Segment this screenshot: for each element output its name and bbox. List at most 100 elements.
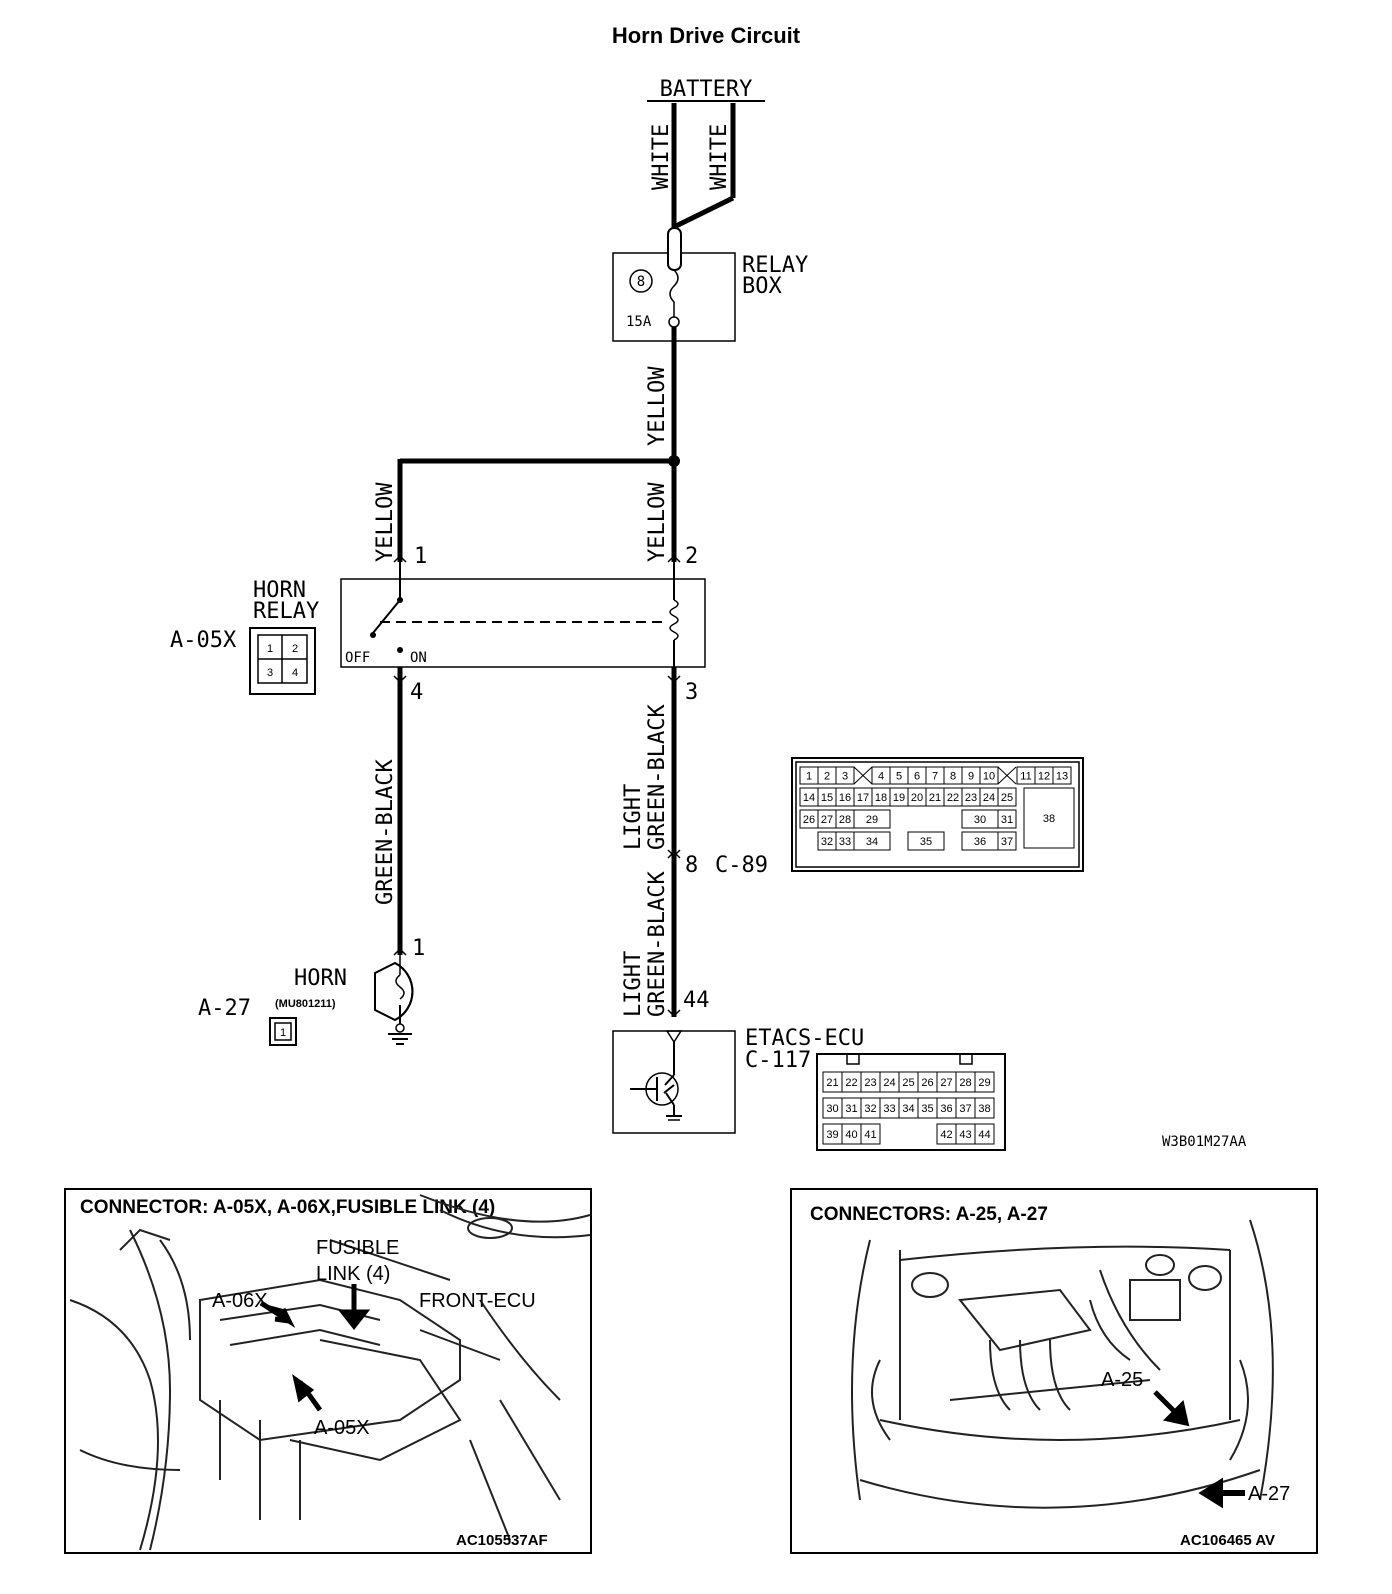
horn-connector-icon (269, 1017, 297, 1046)
right-panel-code: AC106465 AV (1180, 1532, 1275, 1549)
c117-pin-cell: 38 (978, 1103, 990, 1115)
relay-on-label: ON (410, 650, 427, 666)
c117-pin-cell: 40 (845, 1129, 857, 1141)
c117-pin-cell: 29 (978, 1077, 990, 1089)
horn-part-number: (MU801211) (275, 998, 336, 1010)
relay-conn-pin-4: 4 (292, 667, 298, 679)
c89-pin-cell: 32 (821, 836, 833, 848)
pin-cell (997, 809, 1017, 829)
horn-relay: HORN RELAY OFF ON 1 2 3 4 A-05X 1 2 3 4 (170, 544, 706, 705)
wire-yellow-main-label: YELLOW (645, 366, 670, 446)
horn-relay-label-1: HORN (253, 578, 306, 603)
left-a05x-label: A-05X (314, 1417, 370, 1439)
c117-pin-cell: 31 (845, 1103, 857, 1115)
c89-pin-cell: 12 (1038, 771, 1050, 783)
right-a25-label: A-25 (1101, 1369, 1143, 1391)
right-location-panel: CONNECTORS: A-25, A-27 A-25 A-27 AC10646… (790, 1188, 1318, 1554)
c89-pin-cell: 3 (842, 771, 848, 783)
horn-label: HORN (294, 966, 347, 991)
fuse-rating: 15A (626, 314, 652, 330)
lgb-upper-label-2: GREEN-BLACK (645, 704, 670, 850)
c117-pin-cell: 37 (959, 1103, 971, 1115)
relay-conn-pin-3: 3 (267, 667, 273, 679)
c89-pin-cell: 31 (1001, 814, 1013, 826)
c89-pin-cell: 18 (875, 792, 887, 804)
etacs-ecu: ETACS-ECU C-117 (612, 1026, 864, 1134)
c89-pin-cell: 30 (974, 814, 986, 826)
c89-pin-cell: 27 (821, 814, 833, 826)
c89-pin-cell: 28 (839, 814, 851, 826)
diagram-code: W3B01M27AA (1162, 1134, 1247, 1150)
relay-conn-pin-1: 1 (267, 643, 273, 655)
relay-pin-4: 4 (410, 680, 423, 705)
c89-pin-cell: 17 (857, 792, 869, 804)
pin-cell (835, 766, 855, 785)
c117-pin-cell: 33 (883, 1103, 895, 1115)
diagram-title: Horn Drive Circuit (612, 23, 801, 48)
right-panel-title: CONNECTORS: A-25, A-27 (810, 1204, 1048, 1225)
c89-pin-cell: 2 (824, 771, 830, 783)
right-panel-engine-sketch (851, 1219, 1274, 1509)
pin-cell (997, 831, 1017, 851)
c117-pin-cell: 41 (864, 1129, 876, 1141)
c89-pin-cell: 5 (896, 771, 902, 783)
c89-pin-cell: 37 (1001, 836, 1013, 848)
relay-connector-label: A-05X (170, 628, 237, 653)
pin-cell (860, 1123, 881, 1145)
wire-green-black-label: GREEN-BLACK (373, 759, 398, 905)
c89-pin-cell: 33 (839, 836, 851, 848)
battery-label: BATTERY (660, 77, 753, 102)
left-panel-title: CONNECTOR: A-05X, A-06X,FUSIBLE LINK (4) (80, 1197, 495, 1218)
c89-pin-cell: 1 (806, 771, 812, 783)
c117-pin-cell: 35 (921, 1103, 933, 1115)
c117-pin-cell: 36 (940, 1103, 952, 1115)
pin-cell (907, 831, 945, 851)
relay-pin-2: 2 (685, 544, 698, 569)
wire-white-1: WHITE (649, 124, 674, 190)
fuse-number: 8 (637, 274, 645, 290)
c117-pin-cell: 28 (959, 1077, 971, 1089)
horn-conn-pin: 1 (280, 1027, 286, 1039)
relay-box-label-2: BOX (742, 274, 782, 299)
relay-conn-pin-2: 2 (292, 643, 298, 655)
pin-cell (997, 787, 1017, 807)
c89-pin-cell: 10 (983, 771, 995, 783)
c117-pin-cell: 26 (921, 1077, 933, 1089)
horn-pin: 1 (412, 936, 425, 961)
c89-pin-cell: 4 (878, 771, 884, 783)
left-location-panel: CONNECTOR: A-05X, A-06X,FUSIBLE LINK (4)… (64, 1188, 592, 1554)
lgb-lower-label-1: LIGHT (621, 951, 646, 1017)
c117-pin-cell: 30 (826, 1103, 838, 1115)
blank-pin-cross (997, 766, 1017, 785)
relay-connector-icon: 1 2 3 4 (249, 627, 316, 695)
c117-pin-cell: 27 (940, 1077, 952, 1089)
c89-pin-cell: 8 (950, 771, 956, 783)
c89-pin-cell: 15 (821, 792, 833, 804)
c117-pin-cell: 23 (864, 1077, 876, 1089)
c89-pin-cell: 19 (893, 792, 905, 804)
pin-cell (853, 831, 891, 851)
c89-pin-cell: 9 (968, 771, 974, 783)
c117-pin-cell: 34 (902, 1103, 914, 1115)
left-a06x-label: A-06X (212, 1290, 268, 1312)
right-a27-label: A-27 (1248, 1483, 1290, 1505)
wire-yellow-right-label: YELLOW (645, 482, 670, 562)
horn-connector-label: A-27 (198, 996, 251, 1021)
pin-cell (853, 809, 891, 829)
left-fusible-label-2: LINK (4) (316, 1263, 390, 1285)
c89-pin-cell: 26 (803, 814, 815, 826)
c89-pin-cell: 20 (911, 792, 923, 804)
relay-off-label: OFF (345, 650, 370, 666)
battery-wires: WHITE WHITE (649, 103, 736, 229)
c89-pin-cell: 35 (920, 836, 932, 848)
c89-pin-cell: 38 (1043, 813, 1055, 825)
relay-pin-3: 3 (685, 680, 698, 705)
pin-cell (1052, 766, 1072, 785)
c89-pin-cell: 16 (839, 792, 851, 804)
lgb-upper-label-1: LIGHT (621, 784, 646, 850)
c89-pin-cell: 23 (965, 792, 977, 804)
c117-pin-cell: 21 (826, 1077, 838, 1089)
blank-pin-cross (853, 766, 873, 785)
c89-connector-label: C-89 (715, 853, 768, 878)
